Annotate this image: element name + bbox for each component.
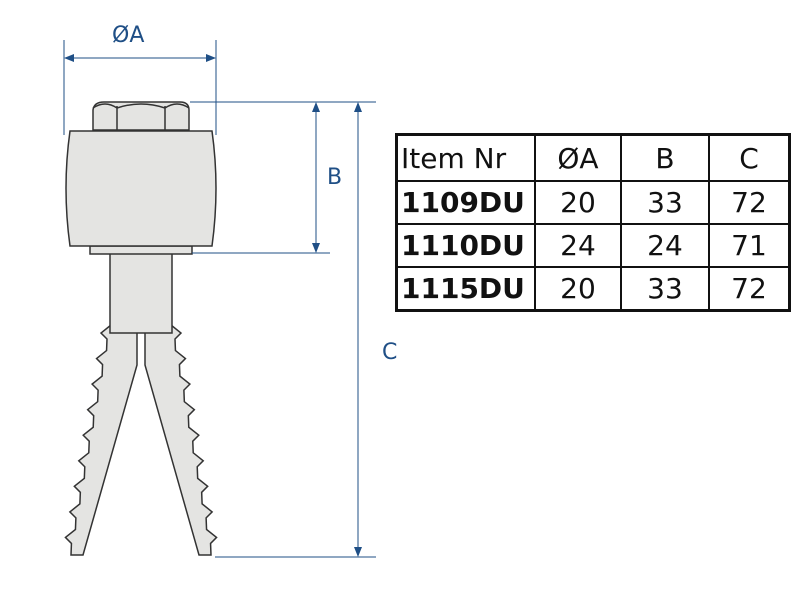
dimension-lines bbox=[63, 40, 376, 558]
header-c: C bbox=[708, 133, 791, 182]
value-a: 24 bbox=[534, 223, 622, 268]
dimension-c-label: C bbox=[382, 340, 397, 365]
value-c: 72 bbox=[708, 266, 791, 312]
expansion-legs bbox=[64, 324, 218, 556]
hex-nut bbox=[92, 101, 190, 131]
value-b: 33 bbox=[620, 180, 710, 225]
header-b: B bbox=[620, 133, 710, 182]
washer bbox=[89, 245, 193, 255]
body bbox=[65, 130, 217, 247]
value-c: 72 bbox=[708, 180, 791, 225]
dimension-a-label: ØA bbox=[112, 23, 144, 48]
part-outline bbox=[64, 101, 218, 556]
shank bbox=[109, 252, 173, 334]
item-nr: 1109DU bbox=[395, 180, 536, 225]
item-nr: 1110DU bbox=[395, 223, 536, 268]
header-item-nr: Item Nr bbox=[395, 133, 536, 182]
table-row: 1115DU 20 33 72 bbox=[395, 266, 791, 312]
table-row: 1109DU 20 33 72 bbox=[395, 180, 791, 225]
table-row: 1110DU 24 24 71 bbox=[395, 223, 791, 268]
table-header-row: Item Nr ØA B C bbox=[395, 133, 791, 182]
right-leg bbox=[144, 324, 218, 556]
value-a: 20 bbox=[534, 180, 622, 225]
left-leg bbox=[64, 324, 138, 556]
value-c: 71 bbox=[708, 223, 791, 268]
value-a: 20 bbox=[534, 266, 622, 312]
dimension-b-label: B bbox=[327, 165, 342, 190]
header-a: ØA bbox=[534, 133, 622, 182]
item-nr: 1115DU bbox=[395, 266, 536, 312]
value-b: 24 bbox=[620, 223, 710, 268]
value-b: 33 bbox=[620, 266, 710, 312]
dimensions-table: Item Nr ØA B C 1109DU 20 33 72 1110DU 24… bbox=[395, 133, 791, 312]
